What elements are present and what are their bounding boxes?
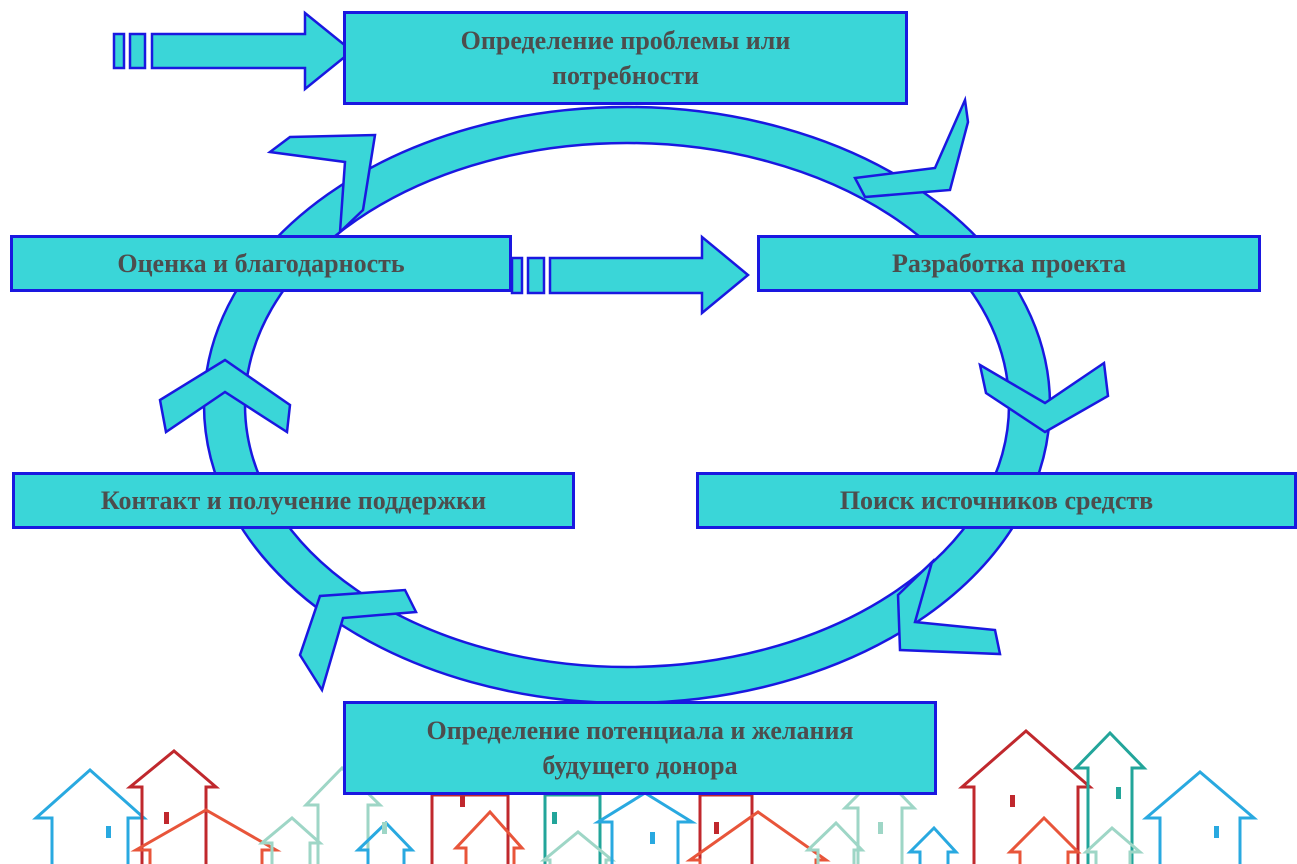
chevron-arrow-icon — [853, 95, 970, 199]
house-icon — [125, 749, 221, 864]
stage-funding-search: Поиск источников средств — [696, 472, 1297, 529]
stage-contact-support: Контакт и получение поддержки — [12, 472, 575, 529]
house-icon — [1082, 825, 1145, 864]
stage-donor-potential: Определение потенциала и желания будущег… — [343, 701, 937, 795]
stage-label-line: будущего донора — [542, 751, 738, 780]
house-window — [1214, 826, 1219, 838]
house-icon — [592, 791, 698, 864]
house-icon — [1072, 730, 1148, 864]
chevron-arrow-icon — [978, 360, 1110, 434]
chevron-arrow-icon — [158, 358, 292, 435]
stage-label-line: потребности — [551, 61, 699, 90]
stage-label-line: Определение проблемы или — [460, 25, 791, 55]
house-window — [164, 812, 169, 824]
house-window — [382, 822, 387, 834]
house-window — [552, 812, 557, 824]
house-icon — [32, 767, 148, 864]
stage-label: Контакт и получение поддержки — [100, 485, 487, 515]
entry-arrow-icon — [112, 10, 354, 92]
house-icon — [430, 793, 510, 864]
house-icon — [1006, 815, 1082, 864]
chevron-arrow-icon — [896, 557, 1002, 656]
stage-evaluation-gratitude: Оценка и благодарность — [10, 235, 512, 292]
stage-problem-definition: Определение проблемы или потребности — [343, 11, 908, 105]
house-icon — [685, 810, 831, 864]
stage-project-development: Разработка проекта — [757, 235, 1261, 292]
house-icon — [539, 830, 617, 864]
house-icon — [1141, 770, 1259, 864]
house-icon — [543, 793, 602, 864]
center-arrow-icon — [510, 234, 750, 316]
house-window — [878, 822, 883, 834]
chevron-arrow-icon — [298, 588, 418, 694]
house-icon — [906, 825, 960, 864]
house-icon — [804, 820, 866, 864]
house-icon — [452, 809, 526, 864]
house-icon — [698, 793, 754, 864]
house-window — [650, 832, 655, 844]
stage-label: Поиск источников средств — [839, 485, 1154, 515]
house-window — [106, 826, 111, 838]
house-window — [1010, 795, 1015, 807]
house-window — [714, 822, 719, 834]
stage-label-line: Определение потенциала и желания — [426, 715, 854, 745]
house-icon — [302, 765, 384, 864]
stage-label: Разработка проекта — [891, 248, 1126, 278]
house-icon — [257, 816, 324, 864]
chevron-arrow-icon — [266, 133, 377, 236]
stage-label: Оценка и благодарность — [117, 248, 405, 278]
house-window — [460, 795, 465, 807]
house-icon — [130, 808, 282, 864]
house-window — [1116, 787, 1121, 799]
house-icon — [958, 729, 1094, 864]
house-windows — [106, 787, 1219, 844]
